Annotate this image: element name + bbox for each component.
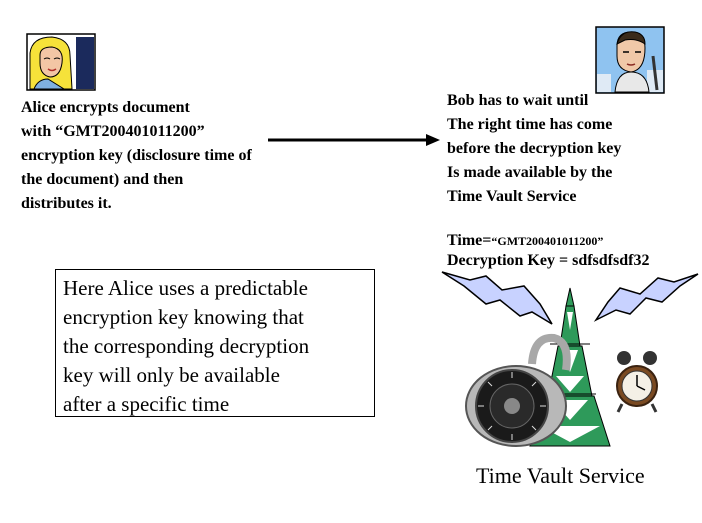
bob-avatar-icon [595,26,665,94]
note-line: key will only be available [63,363,280,387]
decryption-key: Decryption Key = sdfsdfsdf32 [447,252,650,269]
time-prefix: Time= [447,232,492,249]
combination-lock-icon [465,333,571,447]
bob-line: Bob has to wait until [447,92,589,109]
alice-line: the document) and then [21,171,184,188]
bob-line: Is made available by the [447,164,613,181]
time-stamp: “GMT200401011200” [491,234,604,248]
note-line: Here Alice uses a predictable [63,276,308,300]
note-line: encryption key knowing that [63,305,304,329]
bob-line: Time Vault Service [447,188,577,205]
alice-line: encryption key (disclosure time of [21,147,252,164]
alice-line: Alice encrypts document [21,99,190,116]
alarm-clock-icon [616,351,658,413]
note-line: the corresponding decryption [63,334,310,358]
bob-description: Bob has to wait until The right time has… [447,89,697,209]
bob-line: The right time has come [447,116,613,133]
alice-description: Alice encrypts document with “GMT2004010… [21,96,321,216]
alice-avatar-icon [26,33,96,91]
note-box: Here Alice uses a predictable encryption… [55,269,375,417]
note-line: after a specific time [63,392,230,416]
bob-line: before the decryption key [447,140,622,157]
service-label: Time Vault Service [476,463,645,488]
alice-line: with “GMT200401011200” [21,123,205,140]
time-value: Time=“GMT200401011200” [447,232,603,250]
lightning-icon [441,271,699,325]
alice-line: distributes it. [21,195,112,212]
arrow-icon [268,134,440,146]
